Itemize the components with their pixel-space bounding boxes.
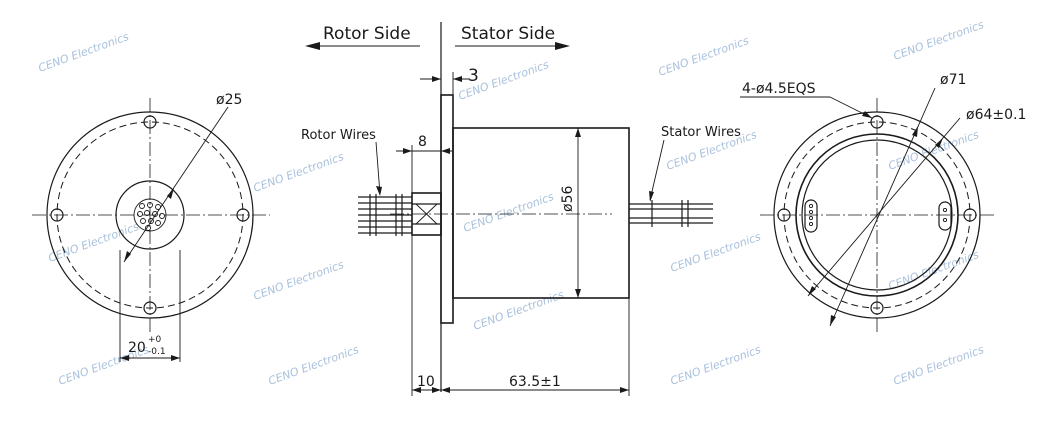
watermark: CENO Electronics xyxy=(267,343,361,388)
bore-width-tol-lower: -0.1 xyxy=(148,347,166,357)
body-dia-label: ø56 xyxy=(560,186,576,212)
wire-bundle-dots xyxy=(137,202,165,231)
side-view: Rotor Side Stator Side Rotor Wires xyxy=(301,22,741,396)
watermark: CENO Electronics xyxy=(252,258,346,303)
stator-wires-leader xyxy=(649,139,665,201)
stator-wires-label: Stator Wires xyxy=(661,125,741,140)
pcd-leader xyxy=(807,117,961,297)
rotor-wires-leader xyxy=(375,141,381,195)
pcd-label: ø64±0.1 xyxy=(966,107,1026,123)
flange-dia-label: ø71 xyxy=(940,72,966,88)
flange-length-label: 10 xyxy=(417,374,435,390)
body-length-label: 63.5±1 xyxy=(509,374,561,390)
watermark: CENO Electronics xyxy=(669,343,763,388)
mount-holes-label: 4-ø4.5EQS xyxy=(742,81,816,97)
rotor-wires-label: Rotor Wires xyxy=(301,128,376,143)
watermark: CENO Electronics xyxy=(892,343,986,388)
watermark: CENO Electronics xyxy=(37,30,131,75)
flange-plate xyxy=(440,94,454,324)
bore-dia-leader xyxy=(123,106,229,263)
watermark: CENO Electronics xyxy=(462,190,556,235)
stator-side-label: Stator Side xyxy=(461,24,555,44)
body-inner xyxy=(801,139,953,291)
stator-body xyxy=(452,127,630,299)
wire-exit-left xyxy=(804,199,818,233)
rotor-wires xyxy=(358,194,412,236)
watermark: CENO Electronics xyxy=(472,288,566,333)
watermark: CENO Electronics xyxy=(892,18,986,63)
watermark: CENO Electronics xyxy=(657,34,751,79)
wire-exit-right xyxy=(938,201,952,231)
stator-wires xyxy=(629,200,713,227)
bore-width-tol-upper: +0 xyxy=(148,335,162,345)
watermark: CENO Electronics xyxy=(252,150,346,195)
watermark-layer: CENO Electronics CENO Electronics CENO E… xyxy=(37,18,986,388)
stator-end-view: 4-ø4.5EQS ø71 ø64±0.1 xyxy=(740,72,1026,335)
rotor-side-label: Rotor Side xyxy=(323,24,411,44)
watermark: CENO Electronics xyxy=(669,230,763,275)
bore-dia-label: ø25 xyxy=(216,92,242,108)
bore-width-label: 20 xyxy=(128,340,146,356)
flange-thickness-label: 3 xyxy=(468,66,479,86)
rotor-length-label: 8 xyxy=(418,134,427,150)
rotor-end-view: ø25 20 +0 -0.1 xyxy=(32,92,270,362)
